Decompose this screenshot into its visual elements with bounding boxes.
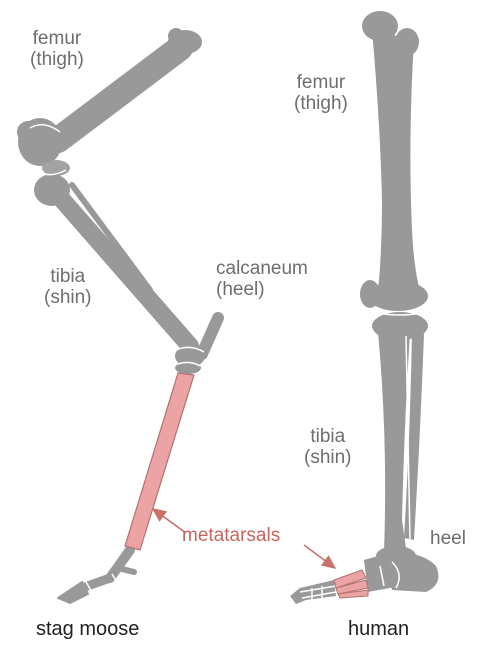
- human-femur-label-line1: femur: [294, 72, 348, 93]
- human-tibia-label: tibia (shin): [304, 426, 352, 468]
- moose-tibia-label-line1: tibia: [44, 266, 92, 287]
- moose-calcaneum: [202, 318, 218, 354]
- human-caption: human: [348, 618, 409, 641]
- human-phalanges: [290, 580, 336, 604]
- moose-femur-label-line1: femur: [30, 28, 84, 49]
- moose-phalanges: [110, 550, 130, 578]
- moose-tibia-label-line2: (shin): [44, 287, 92, 308]
- calcaneum-label-line1: calcaneum: [216, 258, 308, 279]
- human-femur-label: femur (thigh): [294, 72, 348, 114]
- moose-leg: [17, 28, 218, 603]
- moose-tibia-label: tibia (shin): [44, 266, 92, 308]
- calcaneum-label: calcaneum (heel): [216, 258, 308, 300]
- moose-caption: stag moose: [36, 618, 139, 641]
- human-patella: [360, 280, 380, 308]
- human-femur: [372, 30, 420, 292]
- heel-label: heel: [430, 528, 466, 549]
- moose-femur-label: femur (thigh): [30, 28, 84, 70]
- metatarsals-label: metatarsals: [182, 525, 280, 546]
- human-metatarsals: [334, 570, 368, 598]
- moose-metatarsal: [125, 373, 194, 550]
- moose-femur-label-line2: (thigh): [30, 49, 84, 70]
- arrow-to-human-metatarsals: [304, 545, 335, 568]
- human-tibia-label-line1: tibia: [304, 426, 352, 447]
- human-tibia-label-line2: (shin): [304, 447, 352, 468]
- calcaneum-label-line2: (heel): [216, 279, 308, 300]
- human-femur-label-line2: (thigh): [294, 93, 348, 114]
